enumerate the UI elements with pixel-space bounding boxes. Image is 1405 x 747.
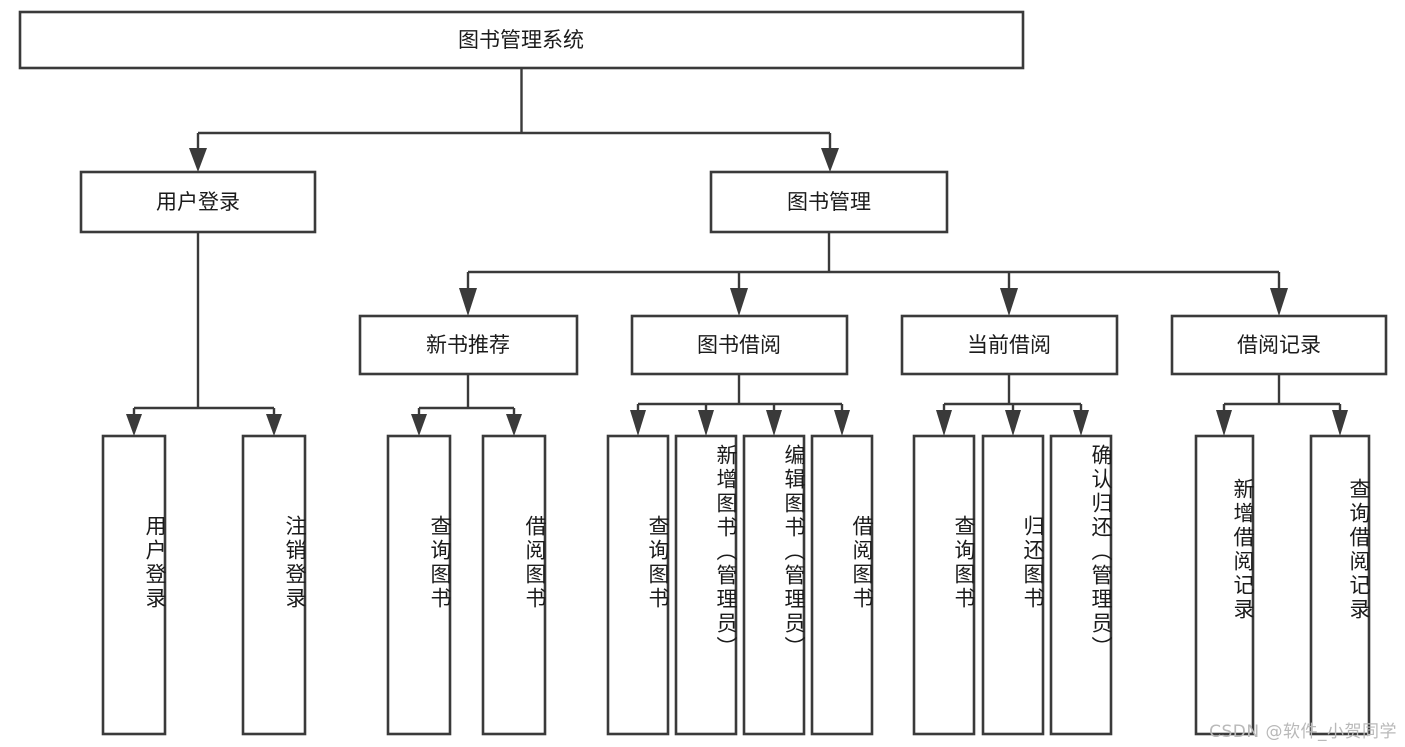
arrow-head-book-manage	[821, 148, 839, 172]
arrow-head-new-book	[459, 288, 477, 316]
node-leaf-confirm-return-box[interactable]	[1049, 434, 1113, 736]
node-leaf-user-login-box[interactable]	[101, 434, 167, 736]
node-leaf-borrow-book-2-box[interactable]	[810, 434, 874, 736]
node-book-borrow-label: 图书借阅	[697, 333, 781, 357]
arrow-head-borrow-record	[1270, 288, 1288, 316]
csdn-watermark: CSDN @软件_小贺同学	[1209, 722, 1397, 742]
node-root[interactable]: 图书管理系统	[18, 10, 1025, 70]
arrow-head-leaf-query-book-2	[630, 410, 646, 436]
node-current-borrow-label: 当前借阅	[967, 333, 1051, 357]
node-borrow-record[interactable]: 借阅记录	[1170, 314, 1388, 376]
node-borrow-record-label: 借阅记录	[1237, 333, 1321, 357]
node-borrow-record-box[interactable]	[1170, 314, 1388, 376]
arrow-head-leaf-query-book-3	[936, 410, 952, 436]
node-leaf-return-book-box[interactable]	[981, 434, 1045, 736]
node-root-box[interactable]	[18, 10, 1025, 70]
node-user-login[interactable]: 用户登录	[79, 170, 317, 234]
node-book-manage-label: 图书管理	[787, 190, 871, 214]
node-leaf-query-record-box[interactable]	[1309, 434, 1371, 736]
node-new-book-recommend-box[interactable]	[358, 314, 579, 376]
node-user-login-label: 用户登录	[156, 190, 240, 214]
node-leaf-borrow-book-1-box[interactable]	[481, 434, 547, 736]
arrow-head-leaf-borrow-book-1	[506, 414, 522, 436]
arrow-head-leaf-borrow-book-2	[834, 410, 850, 436]
arrow-head-leaf-confirm-return	[1073, 410, 1089, 436]
arrow-head-leaf-user-login	[126, 414, 142, 436]
arrow-head-leaf-query-book-1	[411, 414, 427, 436]
node-leaf-query-book-1-box[interactable]	[386, 434, 452, 736]
arrow-head-leaf-add-book	[698, 410, 714, 436]
connector-group	[126, 68, 1348, 436]
node-book-manage-box[interactable]	[709, 170, 949, 234]
node-root-label: 图书管理系统	[458, 28, 584, 52]
arrow-head-current-borrow	[1000, 288, 1018, 316]
arrow-head-leaf-add-record	[1216, 410, 1232, 436]
arrow-head-leaf-edit-book	[766, 410, 782, 436]
node-leaf-add-book-box[interactable]	[674, 434, 738, 736]
node-current-borrow[interactable]: 当前借阅	[900, 314, 1119, 376]
node-leaf-add-record-box[interactable]	[1194, 434, 1255, 736]
node-leaf-edit-book-box[interactable]	[742, 434, 806, 736]
arrow-head-leaf-query-record	[1332, 410, 1348, 436]
arrow-head-leaf-return-book	[1005, 410, 1021, 436]
node-leaf-query-book-2-box[interactable]	[606, 434, 670, 736]
node-new-book-recommend[interactable]: 新书推荐	[358, 314, 579, 376]
arrow-head-leaf-user-logout	[266, 414, 282, 436]
arrow-head-book-borrow	[730, 288, 748, 316]
node-new-book-recommend-label: 新书推荐	[426, 333, 510, 357]
node-user-login-box[interactable]	[79, 170, 317, 234]
node-book-manage[interactable]: 图书管理	[709, 170, 949, 234]
node-leaf-user-logout-box[interactable]	[241, 434, 307, 736]
node-leaf-query-book-3-box[interactable]	[912, 434, 976, 736]
node-current-borrow-box[interactable]	[900, 314, 1119, 376]
node-book-borrow-box[interactable]	[630, 314, 849, 376]
leaf-boxes-group	[101, 434, 1371, 736]
arrow-head-user-login	[189, 148, 207, 172]
node-book-borrow[interactable]: 图书借阅	[630, 314, 849, 376]
